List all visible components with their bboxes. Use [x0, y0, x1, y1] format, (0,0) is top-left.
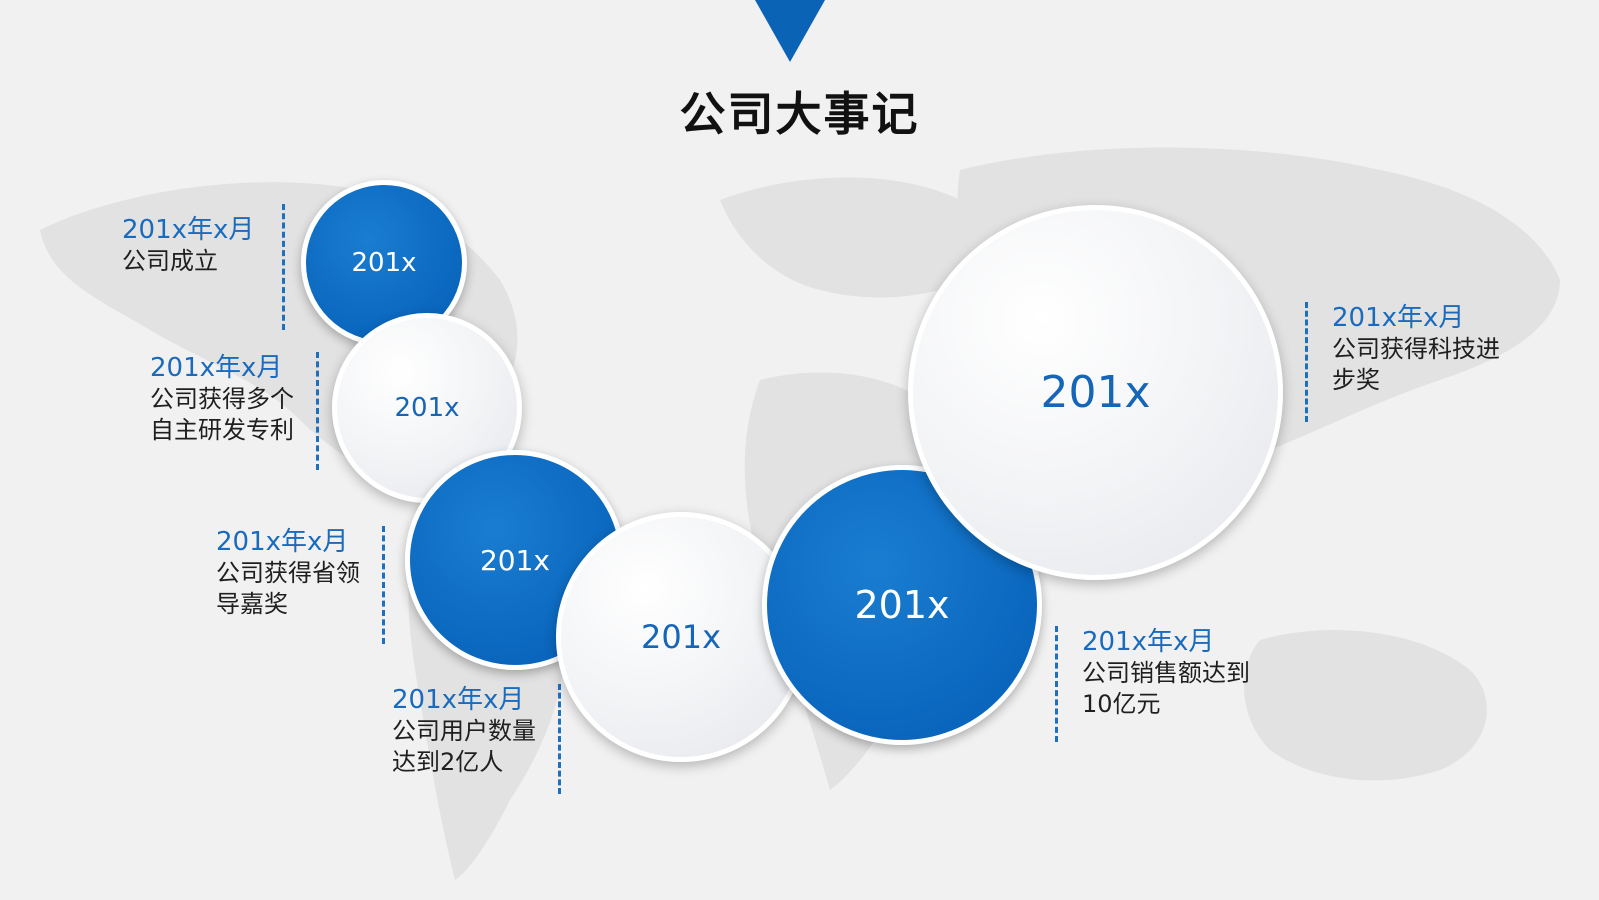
milestone-6-date: 201x年x月: [1332, 303, 1465, 333]
milestone-event-4: 201x年x月 公司用户数量达到2亿人: [392, 684, 561, 794]
milestone-6-description: 公司获得科技进步奖: [1332, 335, 1500, 394]
milestone-circle-5: 201x: [762, 465, 1042, 745]
milestone-circle-1-label: 201x: [351, 248, 417, 278]
milestone-circle-3-label: 201x: [479, 543, 550, 577]
milestone-circle-6: 201x: [908, 205, 1283, 580]
milestone-event-3: 201x年x月 公司获得省领导嘉奖: [216, 526, 385, 644]
milestone-circle-6-label: 201x: [1040, 367, 1151, 418]
milestone-2-date: 201x年x月: [150, 353, 283, 383]
milestone-event-2: 201x年x月 公司获得多个自主研发专利: [150, 352, 319, 470]
milestone-4-description: 公司用户数量达到2亿人: [392, 717, 536, 776]
milestone-circle-4: 201x: [556, 512, 806, 762]
milestone-circle-4-label: 201x: [640, 618, 721, 656]
milestone-1-description: 公司成立: [122, 247, 218, 275]
top-triangle-marker: [755, 0, 825, 62]
milestone-event-6: 201x年x月 公司获得科技进步奖: [1305, 302, 1507, 422]
milestone-2-description: 公司获得多个自主研发专利: [150, 385, 294, 444]
milestone-3-date: 201x年x月: [216, 527, 349, 557]
milestone-5-description: 公司销售额达到10亿元: [1082, 659, 1250, 718]
milestone-1-date: 201x年x月: [122, 215, 255, 245]
milestone-4-date: 201x年x月: [392, 685, 525, 715]
milestone-circle-2-label: 201x: [394, 393, 460, 423]
milestone-3-description: 公司获得省领导嘉奖: [216, 559, 360, 618]
milestone-circle-5-label: 201x: [854, 583, 950, 627]
milestone-event-5: 201x年x月 公司销售额达到10亿元: [1055, 626, 1257, 742]
milestone-5-date: 201x年x月: [1082, 627, 1215, 657]
slide-title: 公司大事记: [679, 87, 920, 141]
milestone-event-1: 201x年x月 公司成立: [122, 204, 285, 330]
